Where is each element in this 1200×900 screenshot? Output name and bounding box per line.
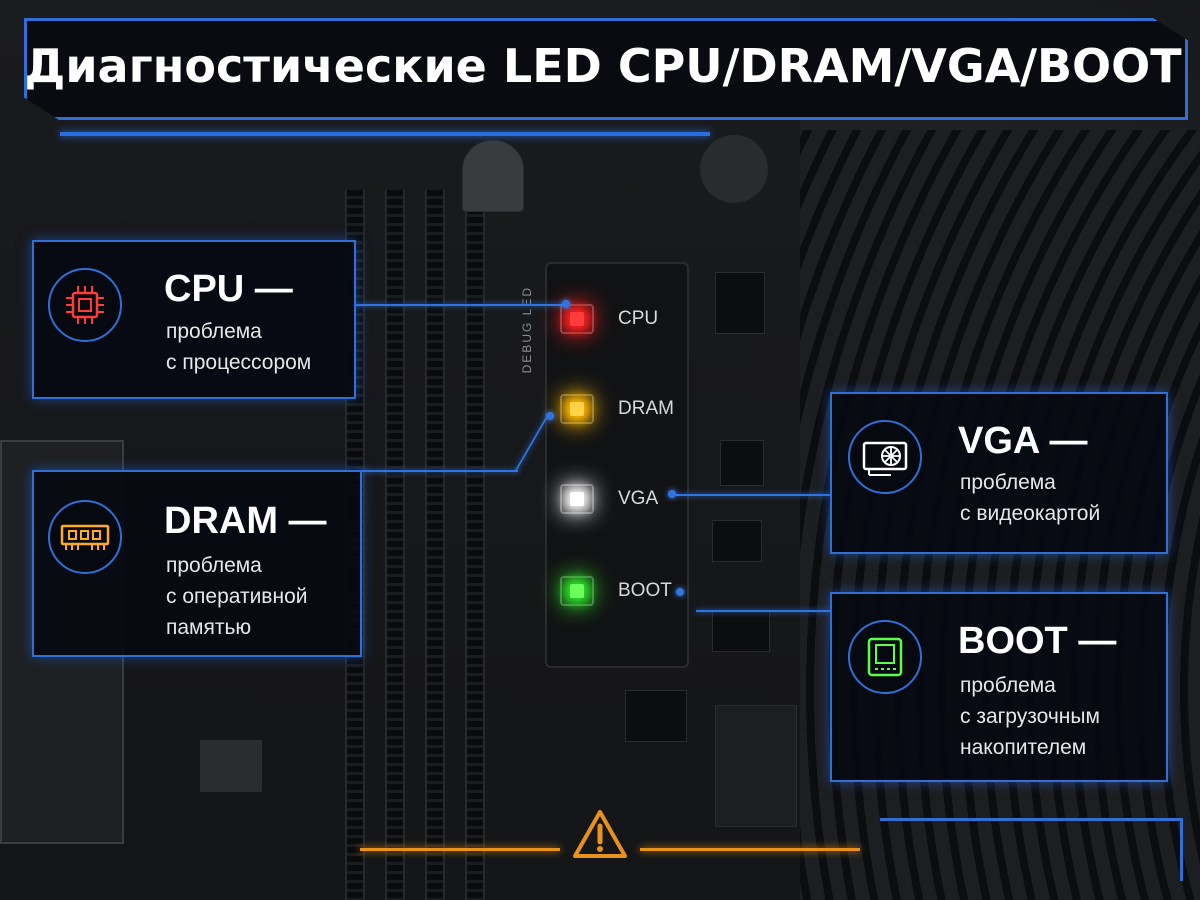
led-label: CPU bbox=[618, 308, 659, 329]
boot-desc-line: проблема bbox=[960, 674, 1056, 697]
dram-heading: DRAM — bbox=[164, 500, 327, 542]
led-row-dram: DRAM bbox=[560, 394, 674, 424]
connector-line bbox=[358, 470, 518, 472]
warning-icon bbox=[573, 810, 627, 858]
board-chip bbox=[712, 520, 762, 562]
led-label: BOOT bbox=[618, 580, 672, 601]
board-chip bbox=[720, 440, 764, 486]
ram-module-icon bbox=[60, 524, 110, 550]
led-row-vga: VGA bbox=[560, 484, 658, 514]
dram-desc-line: с оперативной bbox=[166, 585, 308, 608]
dimm-slot bbox=[385, 190, 405, 900]
debug-led-panel bbox=[545, 262, 689, 668]
graphics-card-icon bbox=[862, 441, 908, 476]
silkscreen-label: DEBUG LED bbox=[520, 286, 534, 374]
boot-heading: BOOT — bbox=[958, 620, 1117, 662]
capacitor bbox=[462, 140, 524, 212]
connector-line bbox=[696, 610, 830, 612]
connector-line bbox=[352, 304, 566, 306]
cpu-chip-icon bbox=[66, 286, 104, 324]
dram-description: проблема с оперативной памятью bbox=[166, 550, 307, 643]
board-chip bbox=[715, 272, 765, 334]
dram-led bbox=[560, 394, 594, 424]
led-label: DRAM bbox=[618, 398, 674, 419]
boot-description: проблема с загрузочным накопителем bbox=[960, 670, 1100, 763]
connector-header bbox=[715, 705, 797, 827]
dimm-slot bbox=[425, 190, 445, 900]
cpu-led bbox=[560, 304, 594, 334]
led-label: VGA bbox=[618, 488, 659, 509]
board-chip bbox=[712, 610, 770, 652]
title-frame bbox=[24, 18, 1188, 120]
cpu-description: проблема с процессором bbox=[166, 316, 311, 378]
vga-icon-circle bbox=[848, 420, 922, 494]
vga-desc-line: проблема bbox=[960, 471, 1056, 494]
dram-icon-circle bbox=[48, 500, 122, 574]
boot-desc-line: накопителем bbox=[960, 736, 1087, 759]
cpu-desc-line: проблема bbox=[166, 320, 262, 343]
mounting-screw bbox=[700, 135, 768, 203]
led-row-boot: BOOT bbox=[560, 576, 672, 606]
warning-line-right bbox=[640, 848, 860, 851]
vga-led bbox=[560, 484, 594, 514]
vga-heading: VGA — bbox=[958, 420, 1088, 462]
vga-description: проблема с видеокартой bbox=[960, 467, 1100, 529]
cpu-heading: CPU — bbox=[164, 268, 293, 310]
dimm-slot bbox=[465, 190, 485, 900]
page-title: Диагностические LED CPU/DRAM/VGA/BOOT bbox=[24, 39, 1182, 93]
connector-line bbox=[676, 494, 830, 496]
corner-decoration bbox=[880, 818, 1183, 881]
board-chip bbox=[625, 690, 687, 742]
boot-desc-line: с загрузочным bbox=[960, 705, 1100, 728]
storage-drive-icon bbox=[867, 637, 903, 677]
cpu-desc-line: с процессором bbox=[166, 351, 312, 374]
connector-dot bbox=[668, 490, 676, 498]
boot-led bbox=[560, 576, 594, 606]
dram-desc-line: проблема bbox=[166, 554, 262, 577]
connector-dot bbox=[562, 300, 570, 308]
led-row-cpu: CPU bbox=[560, 304, 658, 334]
vga-desc-line: с видеокартой bbox=[960, 502, 1101, 525]
connector-dot bbox=[546, 412, 554, 420]
title-underline bbox=[60, 132, 710, 136]
board-chip bbox=[200, 740, 262, 792]
boot-icon-circle bbox=[848, 620, 922, 694]
warning-line-left bbox=[360, 848, 560, 851]
connector-dot bbox=[676, 588, 684, 596]
dram-desc-line: памятью bbox=[166, 616, 252, 639]
cpu-icon-circle bbox=[48, 268, 122, 342]
